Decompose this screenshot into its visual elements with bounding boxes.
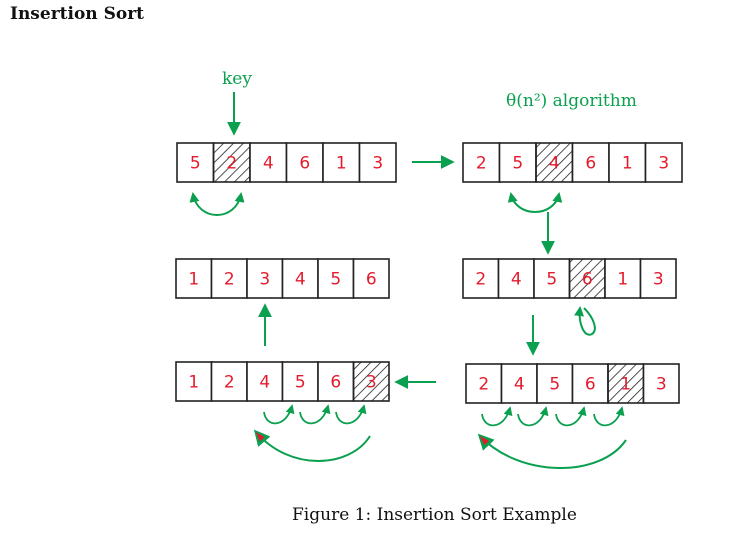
insert-curve-step-4 bbox=[477, 433, 627, 469]
cell-value: 3 bbox=[658, 154, 669, 174]
key-cell bbox=[535, 142, 574, 183]
array-cell bbox=[317, 361, 355, 402]
array-step-1: 5 2 4 6 1 3 bbox=[176, 142, 397, 183]
cell-value: 6 bbox=[366, 270, 377, 290]
section-title: Insertion Sort bbox=[10, 4, 145, 24]
key-cell bbox=[352, 361, 390, 402]
cell-value: 4 bbox=[514, 375, 525, 395]
array-cell bbox=[175, 361, 213, 402]
cell-value: 6 bbox=[299, 154, 310, 174]
shift-curve-step-4-b bbox=[517, 406, 549, 427]
cell-value: 3 bbox=[366, 373, 377, 393]
cell-value: 1 bbox=[620, 375, 631, 395]
array-cell bbox=[210, 258, 248, 299]
array-cell bbox=[465, 363, 503, 404]
array-cell bbox=[533, 258, 571, 299]
cell-value: 5 bbox=[330, 270, 341, 290]
cell-value: 2 bbox=[478, 375, 489, 395]
cell-value: 2 bbox=[224, 270, 235, 290]
swap-curve-step-1 bbox=[189, 192, 245, 216]
insert-curve-step-5 bbox=[253, 429, 371, 462]
shift-curve-step-4-d bbox=[593, 406, 625, 427]
self-loop-step-3 bbox=[574, 306, 596, 336]
cell-value: 1 bbox=[622, 154, 633, 174]
cell-value: 2 bbox=[224, 373, 235, 393]
array-step-2: 2 5 4 6 1 3 bbox=[462, 142, 683, 183]
swap-curves bbox=[189, 192, 627, 469]
shift-curve-step-4-a bbox=[481, 406, 513, 427]
figure-caption: Figure 1: Insertion Sort Example bbox=[292, 505, 577, 525]
cell-value: 4 bbox=[259, 373, 270, 393]
array-step-6: 1 2 3 4 5 6 bbox=[175, 258, 390, 299]
shift-curve-step-4-c bbox=[555, 406, 587, 427]
cell-value: 6 bbox=[585, 154, 596, 174]
array-cell bbox=[608, 142, 647, 183]
array-step-3: 2 4 5 6 1 3 bbox=[462, 258, 677, 299]
array-cell bbox=[281, 361, 319, 402]
array-cell bbox=[462, 258, 500, 299]
array-step-4: 2 4 5 6 1 3 bbox=[465, 363, 680, 404]
shift-curve-step-5-b bbox=[299, 404, 331, 425]
cell-value: 3 bbox=[372, 154, 383, 174]
cell-value: 4 bbox=[549, 154, 560, 174]
cell-value: 4 bbox=[511, 270, 522, 290]
cell-value: 1 bbox=[336, 154, 347, 174]
cell-value: 6 bbox=[582, 270, 593, 290]
array-cell bbox=[639, 258, 677, 299]
array-cell bbox=[642, 363, 680, 404]
cell-value: 4 bbox=[295, 270, 306, 290]
shift-curve-step-5-a bbox=[263, 404, 295, 425]
cell-value: 5 bbox=[190, 154, 201, 174]
array-cell bbox=[352, 258, 390, 299]
cell-value: 2 bbox=[476, 154, 487, 174]
array-cell bbox=[571, 142, 610, 183]
key-cell bbox=[212, 142, 251, 183]
step-connectors bbox=[227, 92, 555, 389]
cell-value: 5 bbox=[546, 270, 557, 290]
shift-curve-step-5-c bbox=[335, 404, 367, 425]
swap-curve-step-2 bbox=[507, 192, 563, 213]
cell-value: 5 bbox=[549, 375, 560, 395]
cell-value: 2 bbox=[475, 270, 486, 290]
cell-value: 1 bbox=[188, 270, 199, 290]
array-cell bbox=[497, 258, 535, 299]
array-step-5: 1 2 4 5 6 3 bbox=[175, 361, 390, 402]
cell-value: 4 bbox=[263, 154, 274, 174]
cell-value: 5 bbox=[512, 154, 523, 174]
array-cell bbox=[462, 142, 501, 183]
key-label: key bbox=[222, 69, 252, 89]
cell-value: 3 bbox=[259, 270, 270, 290]
array-cell bbox=[644, 142, 683, 183]
array-cell bbox=[322, 142, 361, 183]
cell-value: 6 bbox=[585, 375, 596, 395]
cell-value: 3 bbox=[656, 375, 667, 395]
cell-value: 6 bbox=[330, 373, 341, 393]
cell-value: 1 bbox=[617, 270, 628, 290]
cell-value: 3 bbox=[653, 270, 664, 290]
cell-value: 1 bbox=[188, 373, 199, 393]
arrays: 5 2 4 6 1 3 2 5 4 6 1 3 2 4 5 6 1 3 2 4 5 6 1 3 1 2 4 5 6 3 1 2 3 4 5 6 bbox=[175, 142, 683, 404]
array-cell bbox=[358, 142, 397, 183]
array-cell bbox=[175, 258, 213, 299]
array-cell bbox=[246, 361, 284, 402]
complexity-label: θ(n²) algorithm bbox=[506, 91, 637, 111]
cell-value: 5 bbox=[295, 373, 306, 393]
array-cell bbox=[281, 258, 319, 299]
cell-value: 2 bbox=[226, 154, 237, 174]
